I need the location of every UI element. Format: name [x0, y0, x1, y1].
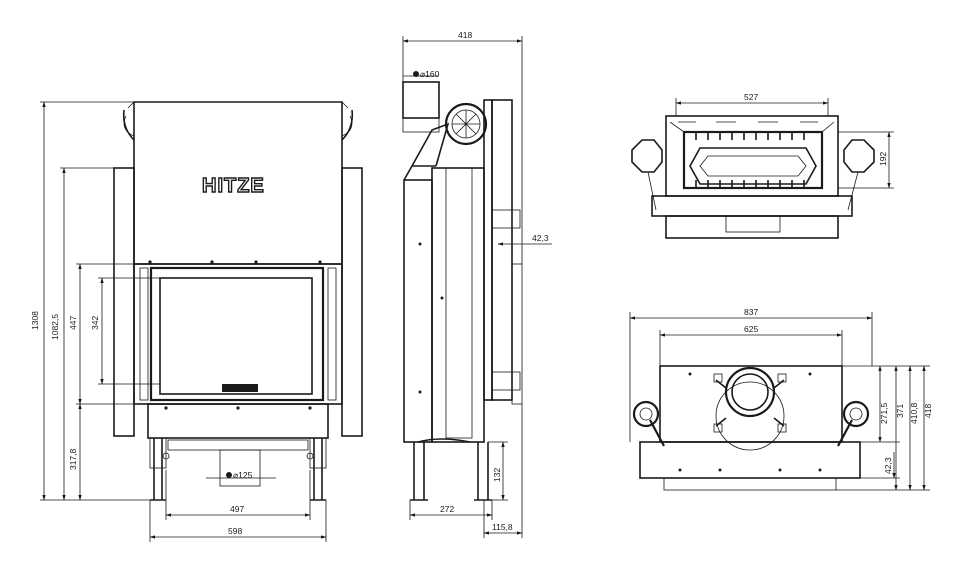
- dim-front-base-height: 317,8: [68, 448, 78, 470]
- dim-front-glass-height: 342: [90, 316, 100, 330]
- dim-side-depth-272: 272: [440, 504, 454, 514]
- dim-front-inner-width: 497: [230, 504, 244, 514]
- dim-top-width-527: 527: [744, 92, 758, 102]
- side-view: [402, 81, 523, 501]
- dim-plan-depth-418: 418: [923, 404, 933, 418]
- front-dimensions: 1308 1082,5 447 342 317,8 497 598 ⌀125: [30, 101, 327, 542]
- dim-side-height-132: 132: [492, 468, 502, 482]
- dim-top-depth-192: 192: [878, 152, 888, 166]
- dim-plan-total-width: 837: [744, 307, 758, 317]
- dim-front-total-height: 1308: [30, 311, 40, 330]
- dim-plan-depth-271: 271,5: [879, 402, 889, 424]
- dim-plan-width-625: 625: [744, 324, 758, 334]
- dim-plan-depth-371: 371: [895, 404, 905, 418]
- brand-logo: HITZE: [202, 175, 265, 197]
- dim-side-115: 115,8: [492, 522, 513, 532]
- dim-front-total-width: 598: [228, 526, 242, 536]
- front-view: HITZE: [113, 101, 363, 501]
- dim-front-height-2: 1082,5: [50, 314, 60, 340]
- dim-plan-depth-42: 42,3: [883, 457, 893, 474]
- top-dimensions: 527 192: [675, 92, 894, 189]
- plan-dimensions: 837 625 271,5 371 410,8 418 42,3: [629, 307, 933, 491]
- plan-view: [632, 365, 870, 491]
- side-dimensions: 418 ⌀160 42,3 272 132 115,8: [402, 30, 552, 538]
- dim-side-total-depth: 418: [458, 30, 472, 40]
- top-view: [631, 115, 875, 239]
- dim-front-height-3: 447: [68, 316, 78, 330]
- dim-side-flue: ⌀160: [420, 69, 440, 79]
- dim-plan-depth-410: 410,8: [909, 402, 919, 424]
- dim-side-offset: 42,3: [532, 233, 549, 243]
- dim-front-flue: ⌀125: [233, 470, 253, 480]
